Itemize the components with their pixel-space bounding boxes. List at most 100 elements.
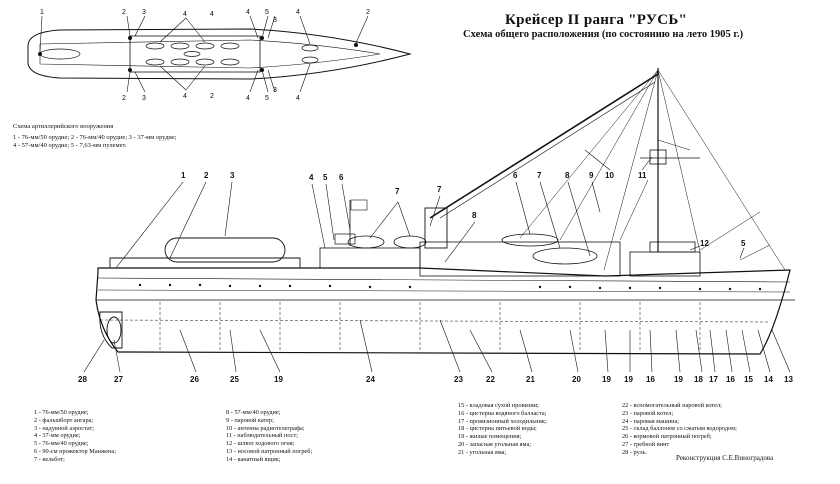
profile-label: 19 <box>602 375 611 384</box>
fore-deckhouse <box>629 251 701 277</box>
crane-boom <box>429 73 659 219</box>
compartments <box>99 302 771 352</box>
plan-label: 2 <box>366 9 370 16</box>
diagram-title: Крейсер II ранга "РУСЬ" <box>505 12 688 28</box>
plan-label: 4 <box>246 95 250 102</box>
profile-label: 7 <box>537 171 542 180</box>
plan-label: 4 <box>183 11 187 18</box>
hangar-bulwark <box>109 257 301 268</box>
legend-column-2: 8 - 57-мм/40 орудие; 9 - паровой катер; … <box>226 409 312 464</box>
profile-label: 16 <box>646 375 655 384</box>
profile-top-label-group: 1 2 3 4 5 6 7 7 8 6 7 8 9 10 11 12 5 <box>181 171 746 248</box>
profile-label: 19 <box>674 375 683 384</box>
plan-label: 5 <box>265 95 269 102</box>
aerostat <box>164 237 286 263</box>
plan-label: 4 <box>296 9 300 16</box>
plan-label: 2 <box>122 9 126 16</box>
profile-label: 12 <box>700 239 709 248</box>
crows-nest <box>649 149 667 165</box>
armament-caption-line2: 4 - 57-мм/40 орудие; 5 - 7,63-мм пулемет… <box>13 142 127 149</box>
reconstruction-credit: Реконструкция С.Е.Виноградова <box>676 454 774 462</box>
profile-label: 6 <box>513 171 518 180</box>
profile-leaders <box>115 149 745 269</box>
profile-bottom-leaders <box>83 319 791 373</box>
legend-column-4: 22 - вспомогательный паровой котел; 23 -… <box>622 402 737 457</box>
legend-item: 25 - склад баллонов со сжатым водородом; <box>622 425 737 433</box>
legend-item: 3 - надувной аэростат; <box>34 424 95 432</box>
plan-label: 4 <box>183 93 187 100</box>
rudder <box>99 311 123 349</box>
diagram-subtitle: Схема общего расположения (по состоянию … <box>463 29 744 40</box>
legend-item: 28 - руль. <box>622 448 648 456</box>
plan-label: 5 <box>265 9 269 16</box>
profile-label: 9 <box>589 171 594 180</box>
profile-label: 7 <box>437 185 442 194</box>
legend-item: 16 - цистерна водяного балласта; <box>458 409 547 417</box>
legend-item: 17 - провизионный холодильник; <box>458 417 547 425</box>
searchlight-platform <box>334 233 356 245</box>
legend-item: 14 - канатный ящик; <box>226 455 281 463</box>
profile-label: 7 <box>395 187 400 196</box>
profile-label: 8 <box>472 211 477 220</box>
legend-item: 23 - паровой котел; <box>622 409 674 417</box>
profile-label: 13 <box>784 375 793 384</box>
legend-item: 18 - цистерна питьевой воды; <box>458 425 537 433</box>
legend-item: 15 - кладовая сухой провизии; <box>458 402 539 409</box>
plan-boats <box>39 42 319 66</box>
boat-1 <box>347 235 385 249</box>
profile-label: 15 <box>744 375 753 384</box>
profile-label: 10 <box>605 171 614 180</box>
plan-label: 4 <box>246 9 250 16</box>
portholes <box>138 283 762 291</box>
hull-stripe <box>97 289 791 293</box>
boat-3 <box>501 233 559 247</box>
profile-label: 11 <box>638 171 647 180</box>
crane-boom-inner <box>439 81 656 219</box>
plan-hull-outline <box>27 28 412 80</box>
plan-inner-line <box>39 39 381 69</box>
legend-item: 11 - наблюдательный пост; <box>226 432 298 440</box>
legend-item: 8 - 57-мм/40 орудие; <box>226 409 281 416</box>
profile-label: 21 <box>526 375 535 384</box>
profile-label: 28 <box>78 375 87 384</box>
profile-label: 22 <box>486 375 495 384</box>
profile-label: 5 <box>741 239 746 248</box>
profile-label: 3 <box>230 171 235 180</box>
legend-item: 6 - 90-см прожектор Манжена; <box>34 447 116 455</box>
profile-label: 8 <box>565 171 570 180</box>
plan-view <box>27 15 412 93</box>
plan-label: 4 <box>296 95 300 102</box>
profile-label: 1 <box>181 171 186 180</box>
plan-label: 3 <box>273 17 277 24</box>
plan-hangar <box>129 35 261 73</box>
profile-label: 6 <box>339 173 344 182</box>
hull-outline <box>95 267 791 355</box>
legend-item: 7 - вельбот; <box>34 455 65 463</box>
plan-leaders <box>39 15 369 93</box>
legend-item: 13 - носовой патронный погреб; <box>226 447 313 455</box>
profile-label: 14 <box>764 375 773 384</box>
legend-column-3: 15 - кладовая сухой провизии; 16 - цисте… <box>458 402 547 457</box>
plan-label: 3 <box>273 87 277 94</box>
profile-bottom-label-group: 28 27 26 25 19 24 23 22 21 20 19 19 16 1… <box>78 375 793 384</box>
profile-label: 18 <box>694 375 703 384</box>
legend-item: 27 - гребной винт <box>622 440 670 448</box>
profile-label: 27 <box>114 375 123 384</box>
plan-label: 3 <box>142 9 146 16</box>
plan-label: 2 <box>122 95 126 102</box>
profile-view <box>83 68 795 373</box>
aft-deckhouse <box>319 247 421 269</box>
profile-label: 19 <box>624 375 633 384</box>
profile-label: 23 <box>454 375 463 384</box>
legend-item: 22 - вспомогательный паровой котел; <box>622 402 722 409</box>
profile-label: 16 <box>726 375 735 384</box>
profile-label: 24 <box>366 375 375 384</box>
bridge <box>649 241 696 253</box>
legend-item: 9 - паровой катер; <box>226 416 274 424</box>
plan-label: 3 <box>142 95 146 102</box>
legend-item: 1 - 76-мм/50 орудие; <box>34 409 89 416</box>
legend-item: 5 - 76-мм/40 орудие; <box>34 440 89 448</box>
legend-item: 19 - жилые помещения; <box>458 433 522 441</box>
